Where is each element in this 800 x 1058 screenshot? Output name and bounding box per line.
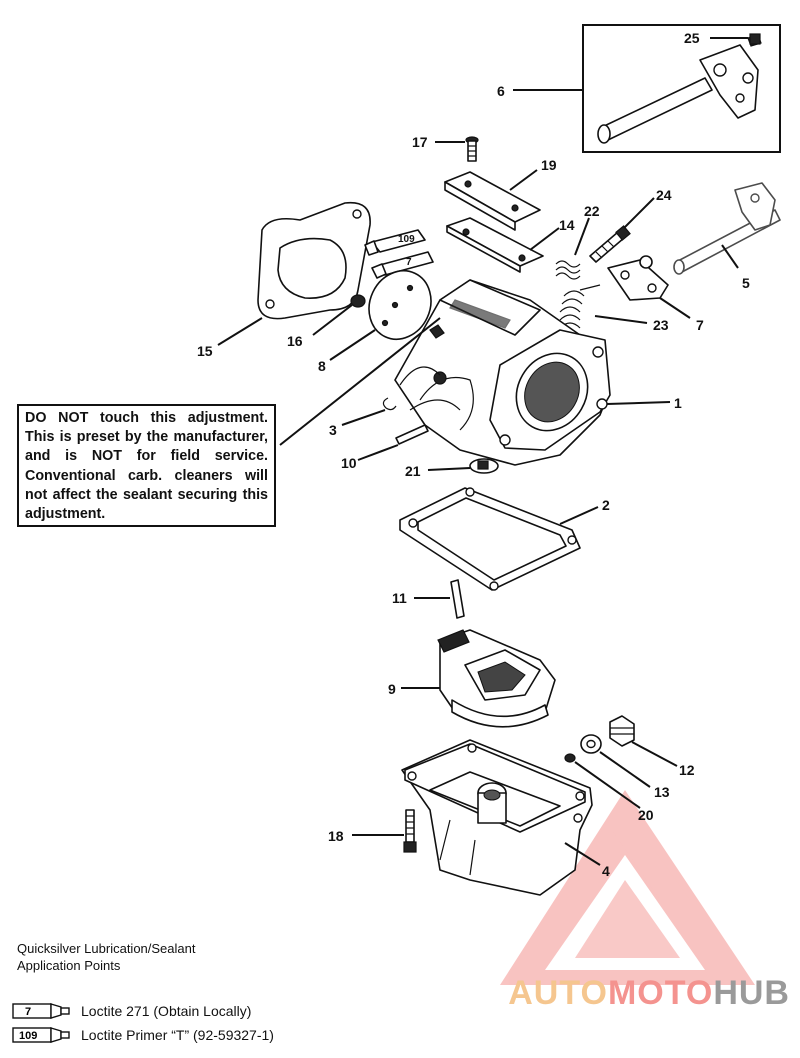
carburetor-body-1 bbox=[394, 279, 611, 466]
plate-7 bbox=[607, 255, 669, 301]
cover-disc-8 bbox=[368, 270, 432, 340]
cover-19 bbox=[444, 171, 541, 231]
jet-20 bbox=[564, 753, 576, 763]
legend-item-7: 7 Loctite 271 (Obtain Locally) bbox=[11, 1001, 251, 1021]
callout-25: 25 bbox=[684, 30, 700, 46]
callout-23: 23 bbox=[653, 317, 669, 333]
callout-8: 8 bbox=[318, 358, 326, 374]
watermark-logo: AUTOMOTOHUB bbox=[508, 974, 790, 1012]
spring-22 bbox=[555, 260, 581, 280]
callout-10: 10 bbox=[341, 455, 357, 471]
watermark-triangle-logo bbox=[500, 790, 755, 985]
washer-13 bbox=[580, 734, 602, 754]
callout-5: 5 bbox=[742, 275, 750, 291]
svg-text:7: 7 bbox=[25, 1006, 31, 1018]
screw-17 bbox=[465, 136, 479, 162]
callout-13: 13 bbox=[654, 784, 670, 800]
callout-9: 9 bbox=[388, 681, 396, 697]
callout-11: 11 bbox=[392, 590, 407, 606]
legend-title: Quicksilver Lubrication/Sealant Applicat… bbox=[17, 941, 196, 973]
callout-numbers: 25 6 17 19 24 22 14 5 16 15 8 7 23 1 3 1… bbox=[197, 30, 750, 879]
callout-6: 6 bbox=[497, 83, 505, 99]
detail-box bbox=[582, 24, 781, 153]
callout-18: 18 bbox=[328, 828, 344, 844]
legend-item-text: Loctite Primer “T” (92-59327-1) bbox=[81, 1027, 274, 1043]
sealant-tube-icon: 7 bbox=[12, 1003, 70, 1019]
legend-item-109: 109 Loctite Primer “T” (92-59327-1) bbox=[11, 1025, 274, 1045]
plug-16 bbox=[350, 294, 366, 308]
screw-18 bbox=[403, 809, 417, 853]
callout-2: 2 bbox=[602, 497, 610, 513]
callout-12: 12 bbox=[679, 762, 695, 778]
float-9 bbox=[437, 629, 556, 728]
callout-21: 21 bbox=[405, 463, 421, 479]
callout-22: 22 bbox=[584, 203, 600, 219]
svg-text:109: 109 bbox=[398, 234, 415, 245]
clip-3 bbox=[382, 397, 397, 411]
warning-note: DO NOT touch this adjustment. This is pr… bbox=[17, 404, 276, 527]
pin-10 bbox=[395, 424, 429, 445]
callout-19: 19 bbox=[541, 157, 557, 173]
callout-20: 20 bbox=[638, 807, 654, 823]
sealant-tube-icon: 109 bbox=[12, 1027, 70, 1043]
callout-7: 7 bbox=[696, 317, 704, 333]
gasket-2 bbox=[399, 487, 581, 591]
needle-24 bbox=[589, 225, 631, 263]
screw-25 bbox=[749, 33, 761, 45]
sealant-tube-7: 7 bbox=[371, 251, 434, 279]
svg-text:109: 109 bbox=[19, 1030, 37, 1042]
plug-12 bbox=[609, 715, 635, 747]
pin-11 bbox=[450, 579, 465, 619]
float-bowl-4 bbox=[401, 739, 593, 896]
legend-item-text: Loctite 271 (Obtain Locally) bbox=[81, 1003, 252, 1019]
spring-23 bbox=[559, 284, 601, 329]
warning-note-text: DO NOT touch this adjustment. This is pr… bbox=[25, 410, 268, 523]
callout-14: 14 bbox=[559, 217, 575, 233]
leader-lines bbox=[217, 37, 748, 866]
callout-15: 15 bbox=[197, 343, 213, 359]
sealant-tube-109: 109 bbox=[364, 229, 426, 256]
svg-text:7: 7 bbox=[406, 257, 412, 268]
part-21 bbox=[469, 458, 499, 474]
callout-17: 17 bbox=[412, 134, 428, 150]
callout-24: 24 bbox=[656, 187, 672, 203]
throttle-shaft-5 bbox=[673, 182, 781, 275]
gasket-15 bbox=[257, 201, 371, 320]
gasket-14 bbox=[446, 217, 544, 273]
callout-16: 16 bbox=[287, 333, 303, 349]
callout-4: 4 bbox=[602, 863, 610, 879]
callout-3: 3 bbox=[329, 422, 337, 438]
callout-1: 1 bbox=[674, 395, 682, 411]
